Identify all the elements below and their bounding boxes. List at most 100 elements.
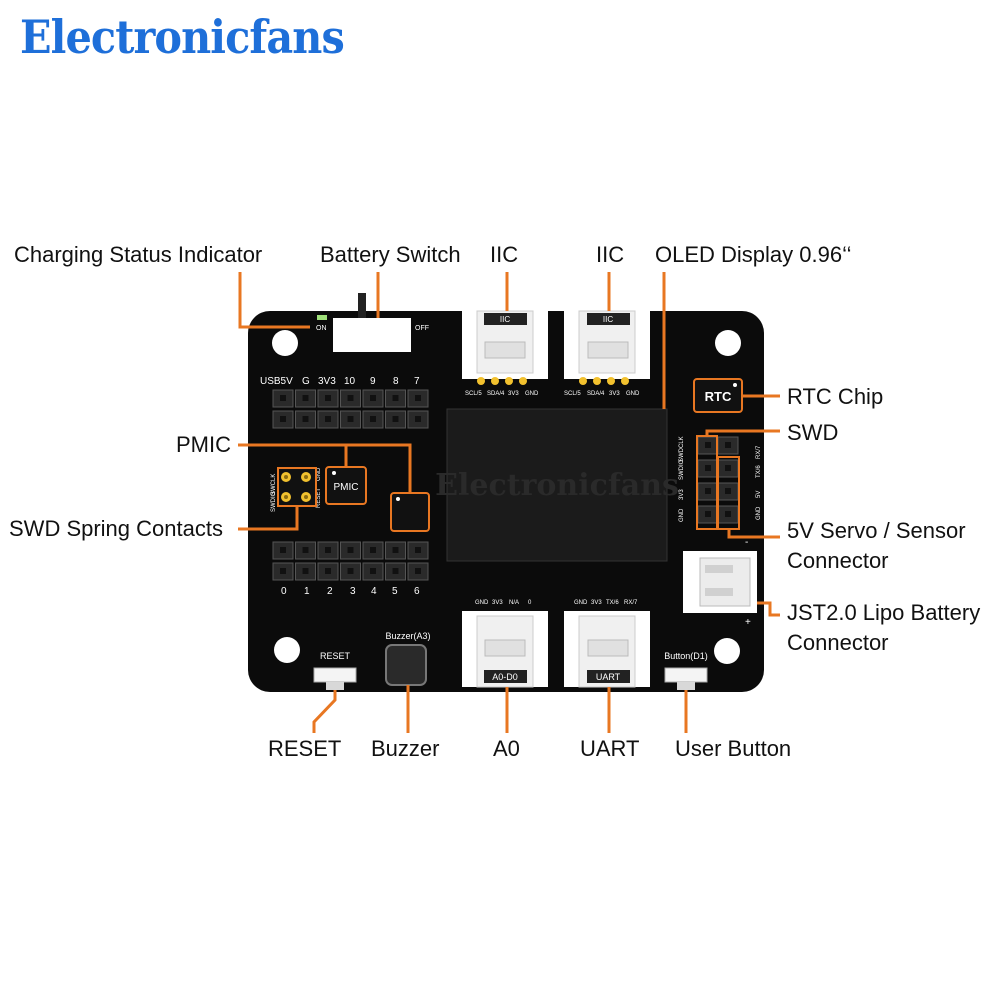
top-pin-r0c4-hole xyxy=(370,395,376,401)
callout-iic-left: IIC xyxy=(490,242,518,267)
bottom-pin-header[interactable] xyxy=(272,541,429,581)
iic-left-pin-0: SCL/5 xyxy=(465,391,482,397)
bottom-pin-r1c1-hole xyxy=(302,568,309,574)
top-pin-r0c3-hole xyxy=(347,395,354,401)
jst-lipo-connector[interactable] xyxy=(683,551,757,613)
uart-connector[interactable]: UART xyxy=(564,611,650,688)
pmic-chip-label: PMIC xyxy=(334,482,359,493)
swd-pin-r2c0-hole xyxy=(705,488,711,494)
bottom-pin-r1c3-hole xyxy=(347,568,354,574)
swd-pin-label-0: SWDCLK xyxy=(679,436,685,462)
a0-pin-3: 0 xyxy=(528,600,532,606)
callout-reset: RESET xyxy=(268,736,341,761)
bottom-pin-r0c3-hole xyxy=(347,547,354,553)
uart-pin-3: RX/7 xyxy=(624,600,638,606)
battery-switch[interactable] xyxy=(333,318,411,352)
bottom-header-label-0: 0 xyxy=(281,586,287,597)
bottom-pin-r1c5-hole xyxy=(392,568,399,574)
bottom-pin-r0c0-hole xyxy=(280,547,286,553)
mounting-hole-bottom-right xyxy=(714,638,740,664)
top-pin-header[interactable] xyxy=(272,389,429,429)
mounting-hole-top-right xyxy=(715,330,741,356)
bottom-pin-r1c0-hole xyxy=(280,568,286,574)
callout-rtc-chip: RTC Chip xyxy=(787,384,883,409)
user-button-silk-label: Button(D1) xyxy=(664,651,708,661)
top-pin-r0c5-hole xyxy=(392,395,399,401)
spring-label-gnd: GND xyxy=(316,467,322,481)
iic-left-pin-2: 3V3 xyxy=(508,391,519,397)
top-pin-r0c2-hole xyxy=(325,395,331,401)
callout-servo-line-1: 5V Servo / Sensor xyxy=(787,518,966,543)
bottom-header-label-4: 4 xyxy=(371,586,377,597)
secondary-chip-pin1-dot xyxy=(396,497,400,501)
buzzer-silk-label: Buzzer(A3) xyxy=(385,631,430,641)
top-header-label-6: 7 xyxy=(414,376,420,387)
charging-led xyxy=(317,315,327,320)
bottom-header-label-5: 5 xyxy=(392,586,398,597)
iic-left-pins xyxy=(477,377,527,385)
callout-battery-switch: Battery Switch xyxy=(320,242,461,267)
a0-pin-0: GND xyxy=(475,600,489,606)
callout-charging-status: Charging Status Indicator xyxy=(14,242,262,267)
servo-pin-label-3: GND xyxy=(756,506,762,520)
swd-servo-pin-header[interactable] xyxy=(697,436,739,524)
iic-connector-left[interactable]: IIC xyxy=(462,310,548,379)
pmic-pin1-dot xyxy=(332,471,336,475)
swd-pin-r1c1-hole xyxy=(725,465,731,471)
switch-off-label: OFF xyxy=(415,325,429,332)
iic-left-pin-3: GND xyxy=(525,391,539,397)
top-header-label-3: 10 xyxy=(344,376,356,387)
battery-switch-slider[interactable] xyxy=(358,293,366,318)
oled-display xyxy=(446,408,668,562)
reset-button[interactable] xyxy=(313,667,357,683)
jst-minus-label: - xyxy=(745,537,748,548)
user-button-actuator[interactable] xyxy=(677,682,695,690)
bottom-pin-r0c5-hole xyxy=(392,547,399,553)
top-header-label-2: 3V3 xyxy=(318,376,336,387)
iic-right-pins xyxy=(579,377,629,385)
iic-left-tag: IIC xyxy=(500,315,510,324)
uart-pin-1: 3V3 xyxy=(591,600,602,606)
uart-tag: UART xyxy=(596,672,621,682)
iic-right-tag: IIC xyxy=(603,315,613,324)
swd-pin-r1c0-hole xyxy=(705,465,711,471)
iic-right-pin-2: 3V3 xyxy=(609,391,620,397)
swd-pin-label-1: SWDIO xyxy=(679,459,685,480)
callout-swd-spring-contacts: SWD Spring Contacts xyxy=(9,516,223,541)
bottom-pin-r1c6-hole xyxy=(415,568,421,574)
callout-servo-line-2: Connector xyxy=(787,548,889,573)
bottom-header-label-1: 1 xyxy=(304,586,310,597)
bottom-pin-r0c6-hole xyxy=(415,547,421,553)
swd-pin-r0c1-hole xyxy=(725,442,731,448)
mounting-hole-bottom-left xyxy=(274,637,300,663)
top-pin-r0c6-hole xyxy=(415,395,421,401)
top-pin-r1c5-hole xyxy=(392,416,399,422)
a0-d0-connector[interactable]: A0-D0 xyxy=(462,611,548,688)
callout-swd: SWD xyxy=(787,420,838,445)
reset-button-actuator[interactable] xyxy=(326,682,344,690)
servo-pin-label-2: 5V xyxy=(756,491,762,498)
switch-on-label: ON xyxy=(316,325,327,332)
top-header-label-1: G xyxy=(302,376,310,387)
user-button[interactable] xyxy=(664,667,708,683)
callout-user-button: User Button xyxy=(675,736,791,761)
callout-iic-right: IIC xyxy=(596,242,624,267)
top-pin-r1c0-hole xyxy=(280,416,286,422)
callout-buzzer: Buzzer xyxy=(371,736,439,761)
top-pin-r1c1-hole xyxy=(302,416,309,422)
mounting-hole-top-left xyxy=(272,330,298,356)
callout-jst-line-2: Connector xyxy=(787,630,889,655)
bottom-header-label-3: 3 xyxy=(350,586,356,597)
top-header-label-5: 8 xyxy=(393,376,399,387)
buzzer xyxy=(385,644,427,686)
callout-jst-line-1: JST2.0 Lipo Battery xyxy=(787,600,980,625)
jst-plus-label: + xyxy=(745,617,751,628)
iic-connector-right[interactable]: IIC xyxy=(564,310,650,379)
top-pin-r1c6-hole xyxy=(415,416,421,422)
swd-pin-label-2: 3V3 xyxy=(679,489,685,500)
rtc-pin1-dot xyxy=(733,383,737,387)
swd-pin-label-3: GND xyxy=(679,508,685,522)
callout-oled-display: OLED Display 0.96‘‘ xyxy=(655,242,851,267)
top-pin-r1c4-hole xyxy=(370,416,376,422)
